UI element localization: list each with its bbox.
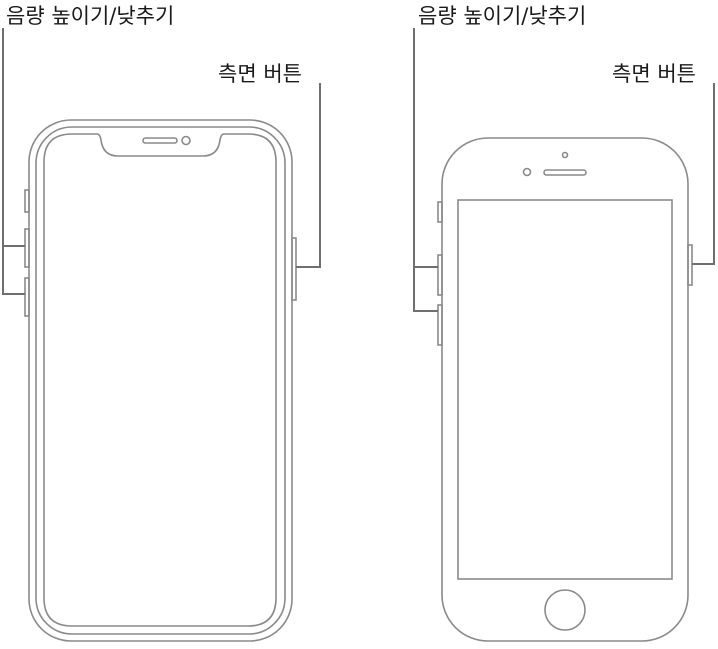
right-side-button-label: 측면 버튼	[612, 62, 696, 86]
right-speaker	[543, 169, 587, 176]
left-side-button-label: 측면 버튼	[218, 62, 302, 86]
left-callouts	[2, 28, 321, 295]
left-iphone	[24, 119, 297, 642]
left-phone-screen	[43, 133, 277, 627]
right-side-callout	[692, 83, 715, 265]
left-camera	[181, 135, 191, 146]
right-volume-down-callout	[413, 267, 438, 312]
right-home-button	[544, 589, 586, 631]
right-callouts	[413, 28, 715, 312]
left-side-callout	[296, 83, 321, 268]
right-phone-screen	[457, 199, 673, 580]
left-silent-switch	[24, 189, 30, 213]
right-sensor	[561, 151, 569, 159]
left-speaker	[142, 137, 178, 144]
left-volume-down-callout	[2, 246, 25, 295]
left-side-button	[291, 237, 297, 301]
right-volume-down-button	[437, 304, 443, 346]
left-volume-up-button	[24, 228, 30, 268]
left-phone-bezel	[35, 126, 286, 635]
right-phone-frame	[441, 137, 689, 642]
right-volume-label: 음량 높이기/낮추기	[418, 4, 587, 28]
right-iphone	[437, 137, 693, 642]
right-camera	[522, 167, 532, 177]
left-volume-label: 음량 높이기/낮추기	[6, 4, 175, 28]
right-volume-up-callout	[413, 28, 438, 268]
right-side-button	[687, 244, 693, 286]
left-volume-down-button	[24, 277, 30, 317]
right-silent-switch	[437, 201, 443, 223]
right-volume-up-button	[437, 254, 443, 296]
left-volume-up-callout	[2, 28, 25, 247]
left-phone-frame	[28, 119, 293, 642]
